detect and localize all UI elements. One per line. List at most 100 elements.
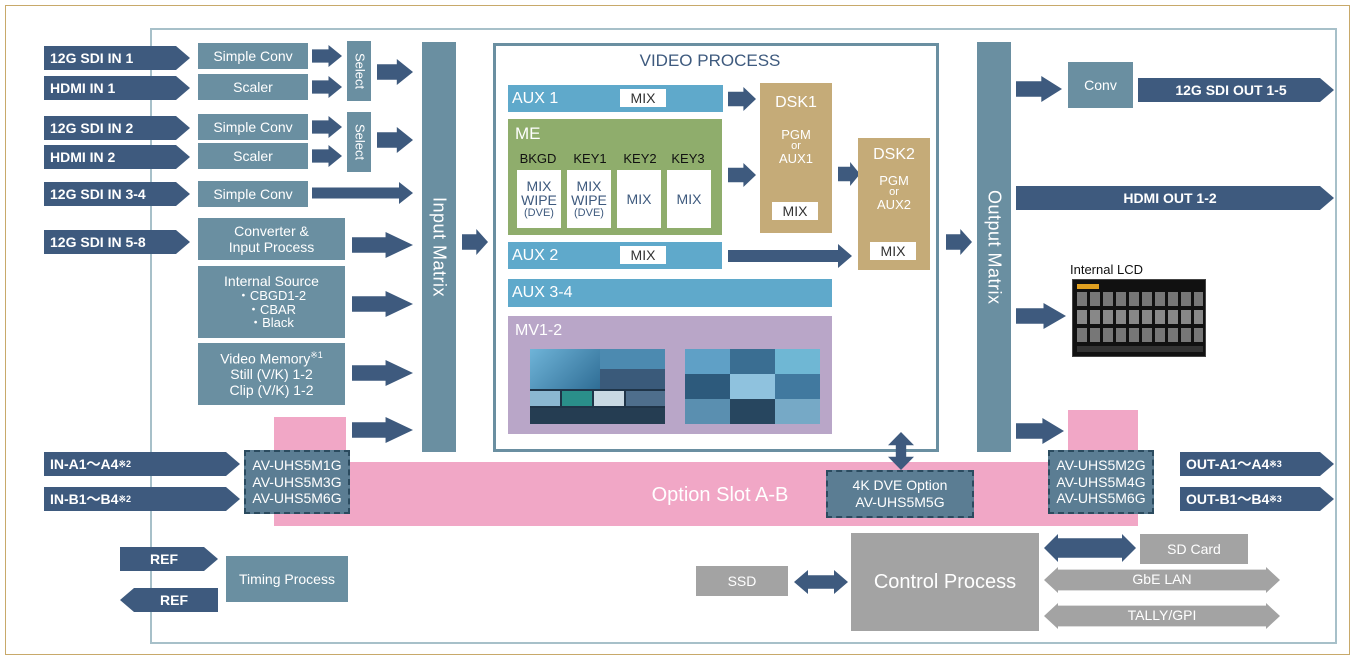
me-col-key2: KEY2 xyxy=(623,150,657,166)
key1-line: WIPE xyxy=(571,192,607,209)
output-matrix: Output Matrix xyxy=(977,42,1011,452)
control-process: Control Process xyxy=(851,533,1039,631)
scaler-2: Scaler xyxy=(198,143,308,169)
option-slot-band xyxy=(274,462,1138,526)
me-key1-box: MIX WIPE (DVE) xyxy=(567,170,611,228)
arrow xyxy=(312,116,342,138)
aux1-bar xyxy=(508,85,723,112)
in-b-note: ※2 xyxy=(118,493,132,504)
output-out-b: OUT-B1～B4※3 xyxy=(1180,487,1334,511)
aux2-bar xyxy=(508,242,722,269)
dsk2-mix: MIX xyxy=(870,242,916,260)
dve-option-board: 4K DVE Option AV-UHS5M5G xyxy=(826,470,974,518)
output-board: AV-UHS5M6G xyxy=(1056,490,1146,507)
dsk1-line: PGM xyxy=(781,126,811,142)
sd-card-link-arrow xyxy=(1044,534,1136,562)
input-board: AV-UHS5M6G xyxy=(252,490,342,507)
input-12g-sdi-in-1: 12G SDI IN 1 xyxy=(44,46,190,70)
diagram-frame xyxy=(5,5,1350,655)
output-hdmi-out: HDMI OUT 1-2 xyxy=(1016,186,1334,210)
aux1-label: AUX 1 xyxy=(512,89,559,107)
dsk1-sub: PGM or AUX1 xyxy=(760,122,832,170)
dsk1-line: AUX1 xyxy=(779,150,813,166)
arrow xyxy=(312,76,342,98)
out-a-note: ※3 xyxy=(1269,458,1282,469)
arrow xyxy=(838,162,860,186)
me-bkgd-box: MIX WIPE (DVE) xyxy=(517,170,561,228)
aux2-label: AUX 2 xyxy=(512,246,559,264)
ref-in: REF xyxy=(120,547,218,571)
sd-card-block: SD Card xyxy=(1140,534,1248,564)
aux3-4-bar xyxy=(508,279,832,307)
mv-thumbnail-1 xyxy=(530,349,665,424)
internal-lcd-screen xyxy=(1072,279,1206,357)
input-in-b: IN-B1～B4※2 xyxy=(44,487,240,511)
dsk1-title: DSK1 xyxy=(775,94,817,112)
input-in-a: IN-A1～A4※2 xyxy=(44,452,240,476)
video-memory-note: ※1 xyxy=(310,349,323,360)
video-memory: Video Memory※1 Still (V/K) 1-2 Clip (V/K… xyxy=(198,343,345,405)
converter-input-process: Converter & Input Process xyxy=(198,218,345,260)
in-a-note: ※2 xyxy=(118,458,132,469)
option-output-boards: AV-UHS5M2G AV-UHS5M4G AV-UHS5M6G xyxy=(1048,450,1154,514)
key1-line: MIX xyxy=(576,177,602,194)
input-board: AV-UHS5M3G xyxy=(252,473,342,490)
me-col-key3: KEY3 xyxy=(671,150,705,166)
bkgd-line: (DVE) xyxy=(524,206,554,219)
me-key3-box: MIX xyxy=(667,170,711,228)
tally-gpi-arrow: TALLY/GPI xyxy=(1044,603,1280,629)
converter-line1: Converter & xyxy=(234,222,309,239)
aux1-mix: MIX xyxy=(620,89,666,107)
internal-source-title: Internal Source xyxy=(224,273,319,290)
dve-line2: AV-UHS5M5G xyxy=(855,494,945,510)
me-label: ME xyxy=(515,123,541,143)
out-b-note: ※3 xyxy=(1269,493,1282,504)
output-board: AV-UHS5M4G xyxy=(1056,473,1146,490)
input-12g-sdi-in-2: 12G SDI IN 2 xyxy=(44,116,190,140)
output-12g-sdi-out: 12G SDI OUT 1-5 xyxy=(1138,78,1334,102)
video-process-box xyxy=(493,43,939,452)
dve-line1: 4K DVE Option xyxy=(852,477,948,494)
internal-source: Internal Source ・CBGD1-2 ・CBAR ・Black xyxy=(198,266,345,338)
ref-out: REF xyxy=(120,588,218,612)
input-12g-sdi-in-3-4: 12G SDI IN 3-4 xyxy=(44,182,190,206)
me-col-key1: KEY1 xyxy=(573,150,607,166)
arrow xyxy=(312,145,342,167)
dsk2-line: AUX2 xyxy=(877,196,911,212)
input-hdmi-in-1: HDMI IN 1 xyxy=(44,76,190,100)
converter-line2: Input Process xyxy=(228,239,315,255)
input-12g-sdi-in-5-8: 12G SDI IN 5-8 xyxy=(44,230,190,254)
me-key2-box: MIX xyxy=(617,170,661,228)
arrow xyxy=(312,182,413,204)
aux2-mix: MIX xyxy=(620,246,666,264)
conv-block: Conv xyxy=(1068,62,1133,108)
internal-lcd-label: Internal LCD xyxy=(1070,261,1143,277)
simple-conv-1: Simple Conv xyxy=(198,43,308,69)
select-1: Select xyxy=(347,41,371,101)
option-input-boards: AV-UHS5M1G AV-UHS5M3G AV-UHS5M6G xyxy=(244,450,350,514)
me-col-bkgd: BKGD xyxy=(519,150,557,166)
system-boundary xyxy=(150,28,1337,644)
scaler-1: Scaler xyxy=(198,74,308,100)
simple-conv-2: Simple Conv xyxy=(198,114,308,140)
dsk2-title: DSK2 xyxy=(873,146,915,164)
timing-process: Timing Process xyxy=(226,556,348,602)
dsk2-line: or xyxy=(889,185,899,198)
dsk2-line: PGM xyxy=(879,172,909,188)
select-2: Select xyxy=(347,112,371,172)
video-memory-title: Video Memory※1 xyxy=(220,349,323,367)
dsk1-mix: MIX xyxy=(772,202,818,220)
output-out-a: OUT-A1～A4※3 xyxy=(1180,452,1334,476)
dsk2-sub: PGM or AUX2 xyxy=(858,168,930,216)
output-board: AV-UHS5M2G xyxy=(1056,456,1146,473)
mv-label: MV1-2 xyxy=(515,322,563,340)
video-memory-item: Still (V/K) 1-2 xyxy=(230,366,313,383)
input-board: AV-UHS5M1G xyxy=(252,456,342,473)
mv-thumbnail-2 xyxy=(685,349,820,424)
bkgd-line: MIX xyxy=(526,177,552,194)
internal-source-item: ・CBAR xyxy=(246,301,297,317)
internal-source-item: ・Black xyxy=(249,315,294,331)
input-matrix: Input Matrix xyxy=(422,42,456,452)
arrow xyxy=(312,45,342,67)
key1-line: (DVE) xyxy=(574,206,604,219)
